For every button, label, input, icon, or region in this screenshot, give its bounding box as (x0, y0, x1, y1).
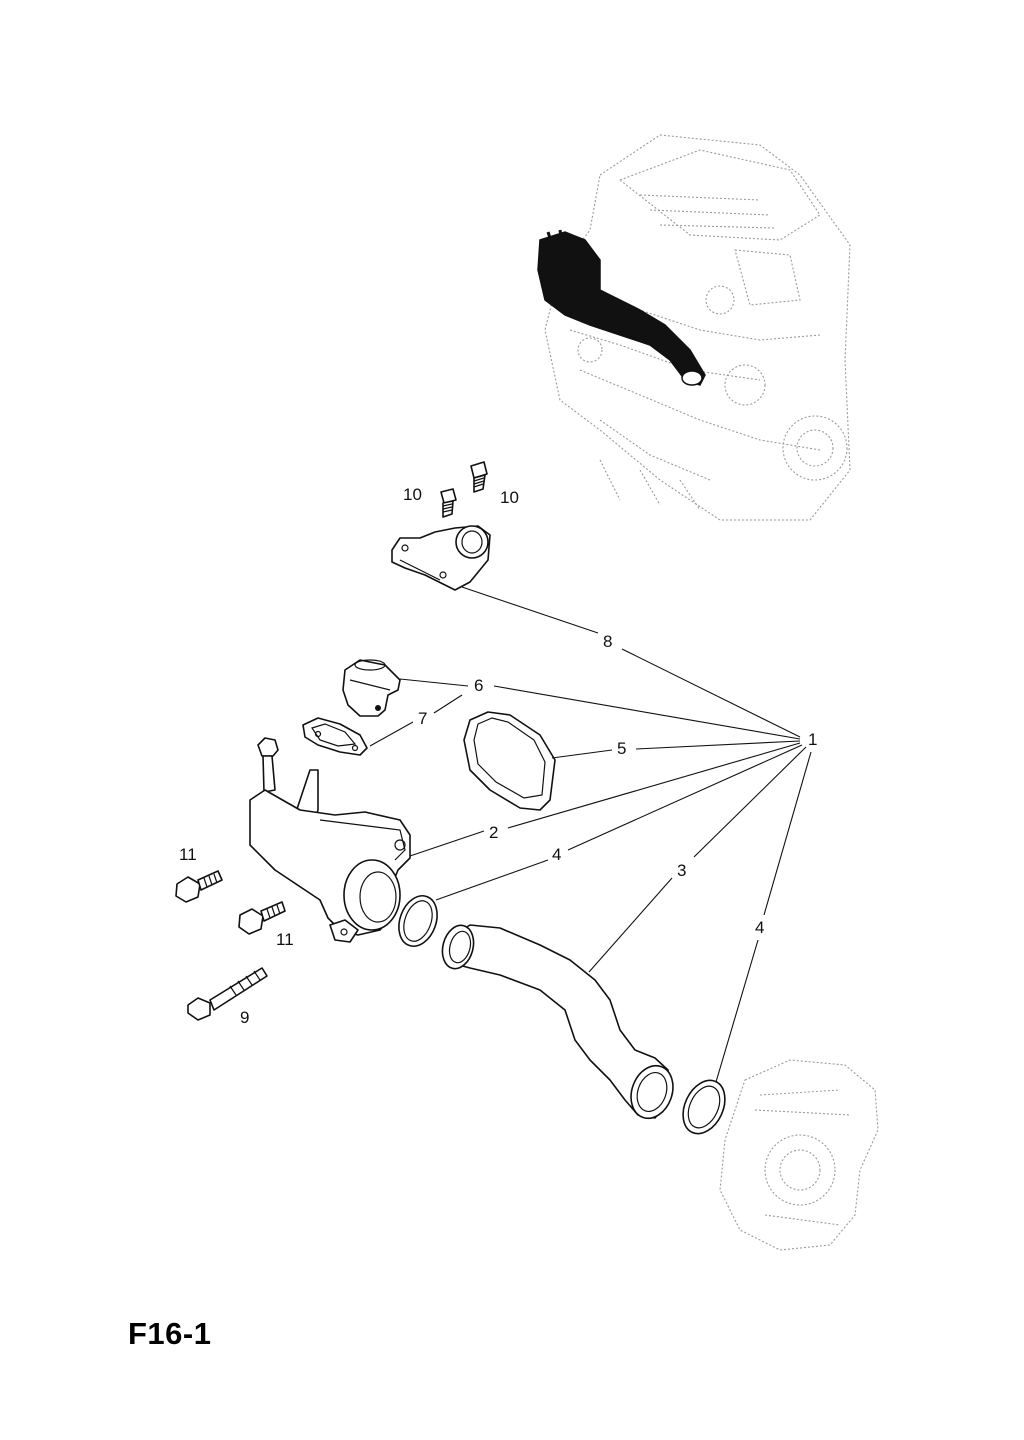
thermostat-part-6 (342, 659, 401, 717)
callout-3: 3 (677, 861, 686, 880)
callout-4-upper: 4 (552, 845, 561, 864)
callout-7: 7 (418, 709, 427, 728)
engine-block-illustration (544, 134, 851, 521)
callout-11-upper: 11 (179, 845, 197, 864)
seal-ring-part-5 (463, 711, 556, 811)
callout-9: 9 (240, 1008, 249, 1027)
housing-cover-part-8 (391, 525, 491, 591)
leader-lines (369, 586, 812, 1083)
callout-11-lower: 11 (276, 930, 294, 949)
bolt-part-11-lower (238, 901, 286, 935)
figure-code: F16-1 (128, 1316, 212, 1351)
bolt-part-10-right (470, 461, 488, 493)
callout-5: 5 (617, 739, 626, 758)
callout-10-right: 10 (500, 488, 519, 507)
gasket-part-7 (302, 717, 368, 756)
callout-8: 8 (603, 632, 612, 651)
callout-2: 2 (489, 823, 498, 842)
callout-labels: 1 2 3 4 4 5 6 7 8 9 10 10 11 11 (179, 485, 817, 1027)
coolant-pipe-part-3 (441, 924, 674, 1120)
bolt-part-10-left (440, 488, 457, 518)
thermostat-housing-part-2 (249, 737, 411, 943)
water-pump-illustration (719, 1059, 879, 1251)
o-ring-part-4-lower (682, 1079, 726, 1135)
callout-10-left: 10 (403, 485, 422, 504)
stud-bolt-part-9 (187, 967, 268, 1021)
o-ring-part-4-upper (398, 895, 438, 947)
highlighted-thermostat-location (537, 229, 706, 386)
bolt-part-11-upper (175, 870, 223, 903)
callout-6: 6 (474, 676, 483, 695)
callout-4-lower: 4 (755, 918, 764, 937)
callout-1: 1 (808, 730, 817, 749)
